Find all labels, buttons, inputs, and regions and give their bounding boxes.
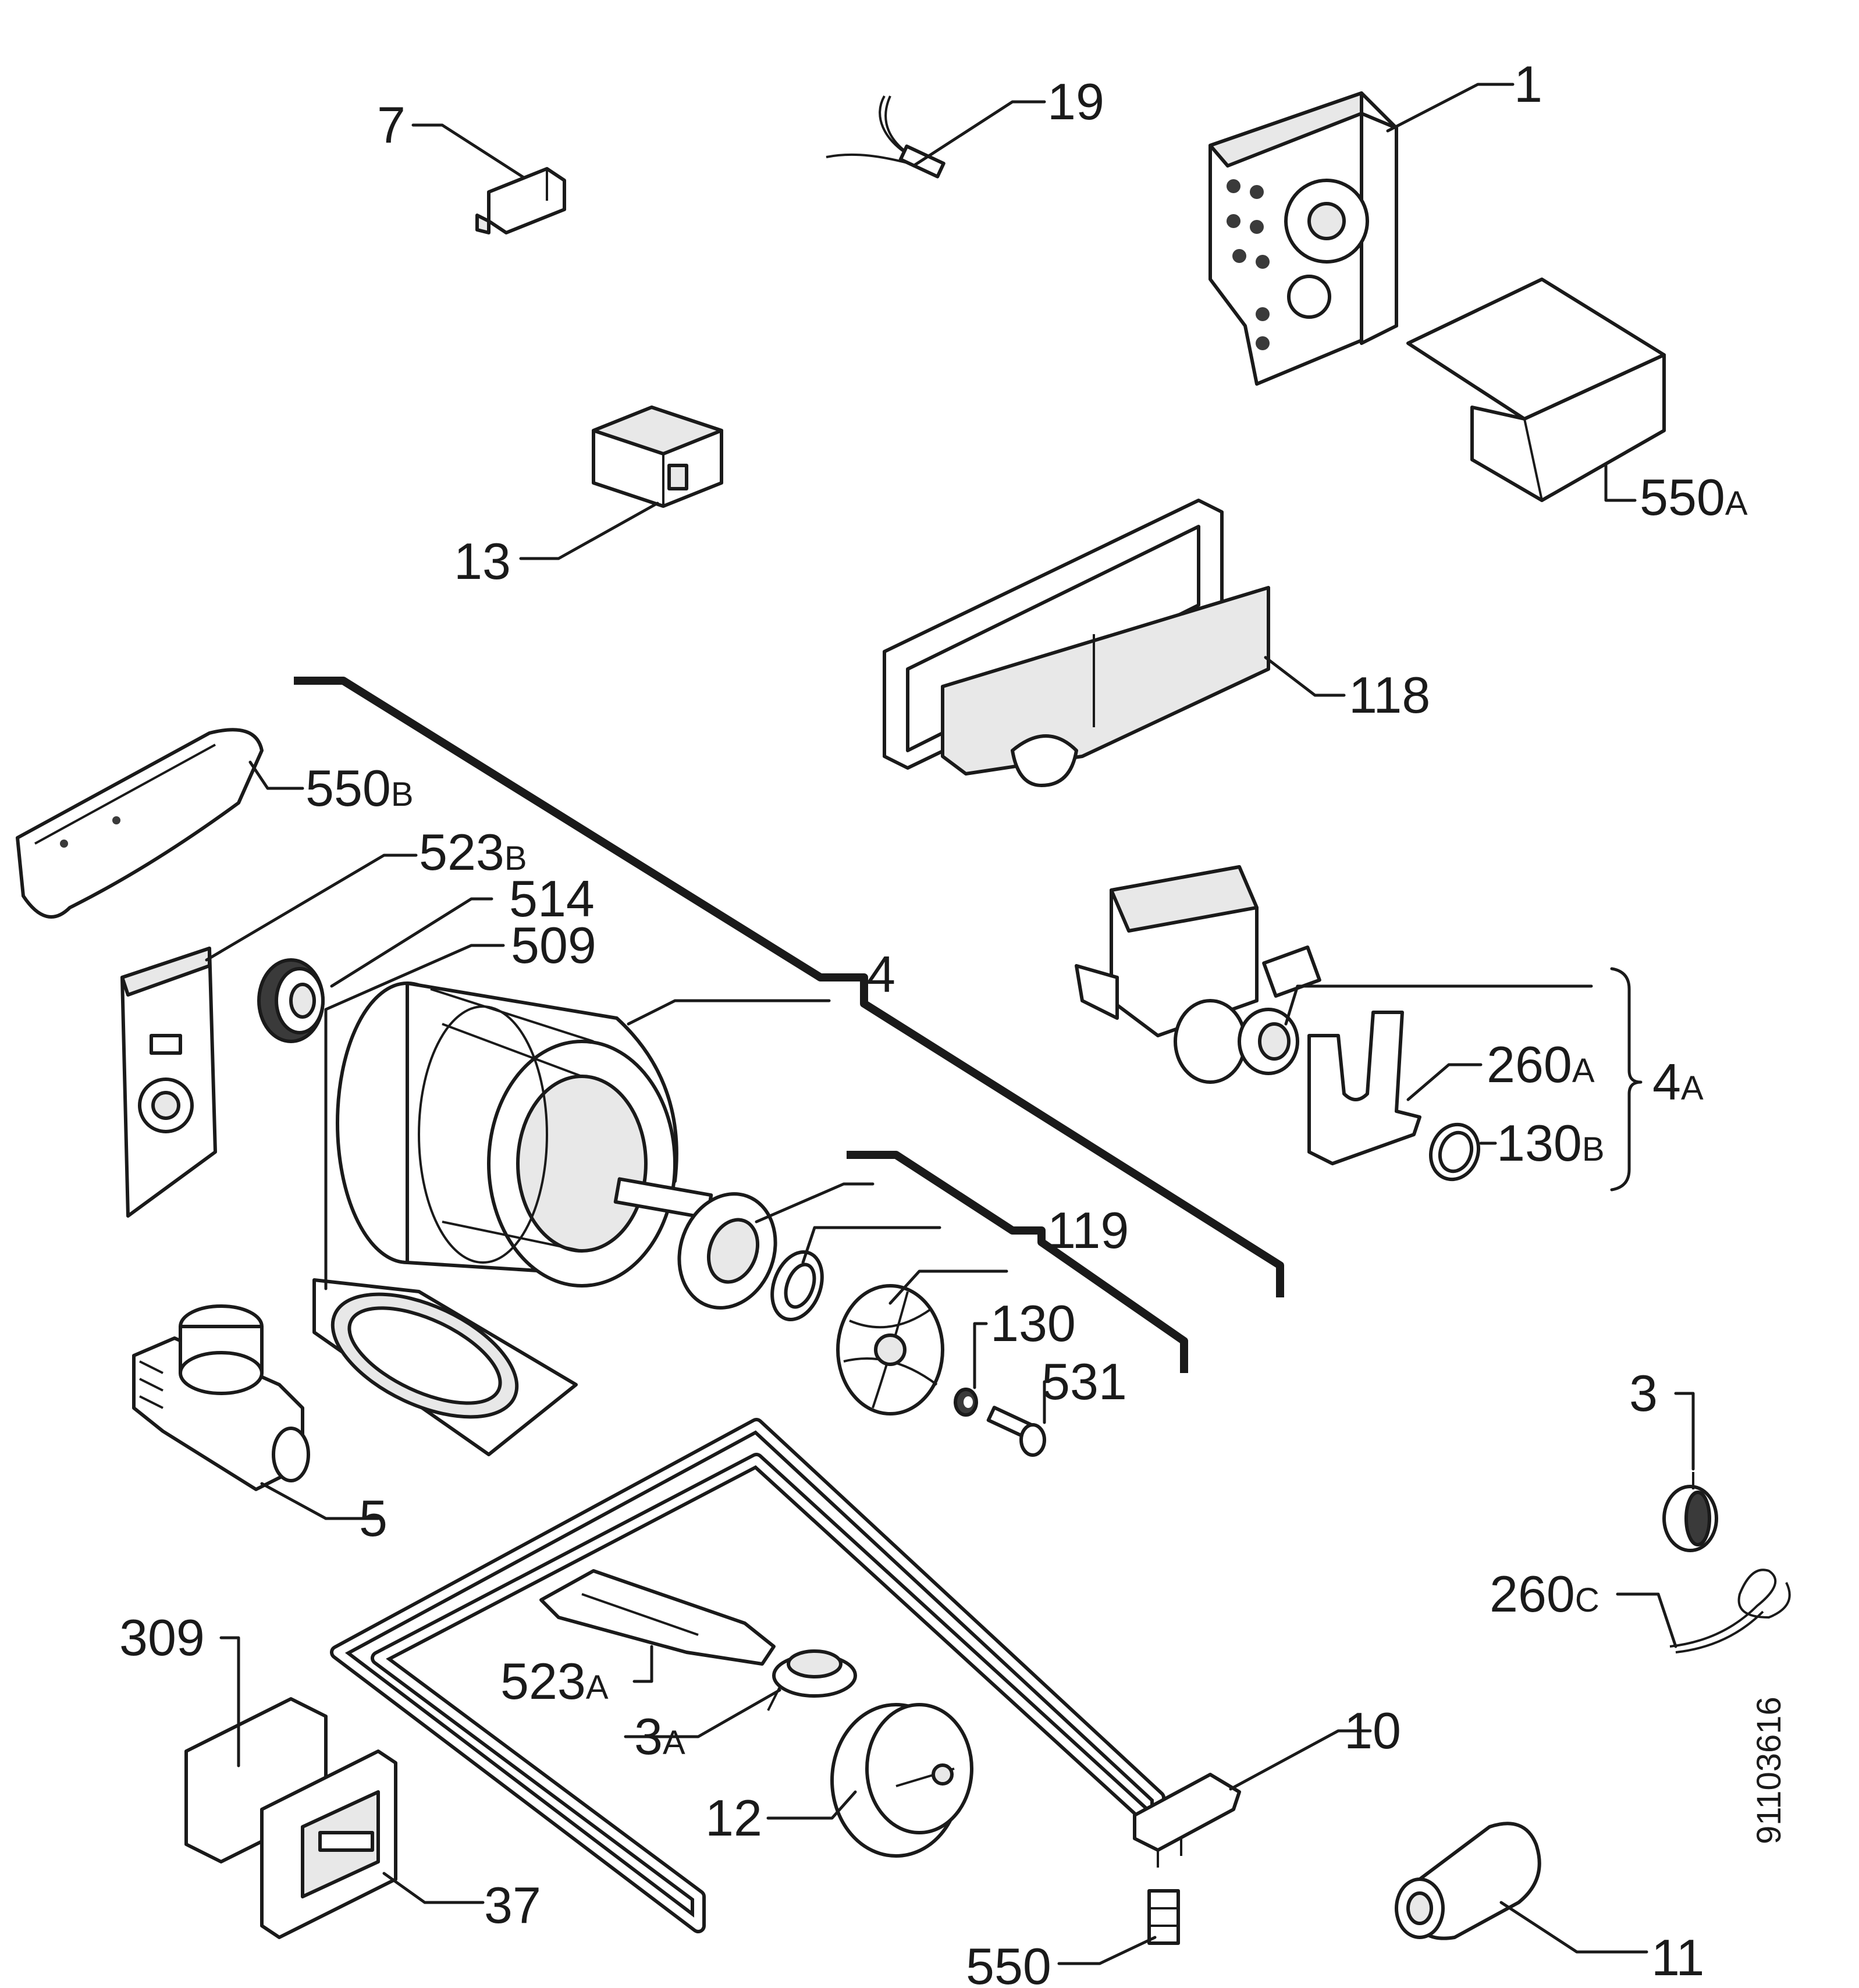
- callout-11: 11: [1651, 1929, 1704, 1986]
- callout-7: 7: [377, 96, 406, 154]
- callout-12: 12: [705, 1789, 762, 1847]
- callout-260c: 260C: [1490, 1565, 1599, 1623]
- callout-130: 130: [990, 1294, 1076, 1352]
- callout-309: 309: [119, 1609, 205, 1666]
- callout-13: 13: [454, 532, 511, 590]
- part-514-seal: [257, 958, 325, 1043]
- callout-118: 118: [1349, 666, 1430, 724]
- part-523b-plate: [120, 947, 217, 1218]
- part-119-flange: [677, 1192, 777, 1310]
- assembly-frame-4: [294, 677, 1284, 1297]
- callout-3a: 3A: [634, 1708, 685, 1765]
- part-11-capacitor: [1395, 1822, 1541, 1940]
- callout-523b: 523B: [419, 823, 527, 881]
- callout-550b: 550B: [305, 759, 414, 817]
- callout-550a: 550A: [1640, 468, 1748, 526]
- callout-4a: 4A: [1652, 1053, 1704, 1111]
- part-550b-cover: [16, 728, 264, 919]
- part-130-washer: [954, 1388, 978, 1417]
- leader-lines: [205, 83, 1695, 1965]
- part-550-fitting: [1147, 1889, 1180, 1945]
- part-531-screw: [986, 1406, 1046, 1457]
- callout-509: 509: [511, 916, 596, 974]
- callout-550: 550: [966, 1937, 1051, 1988]
- callout-19: 19: [1047, 73, 1104, 130]
- part-37-filter: [260, 1749, 397, 1939]
- callout-37: 37: [484, 1876, 541, 1934]
- part-10-heater: [330, 1418, 1241, 1933]
- part-119-impeller: [836, 1284, 944, 1416]
- part-509-gasket: [312, 1278, 578, 1456]
- part-523a-bracket: [539, 1569, 776, 1666]
- callout-523a: 523A: [500, 1652, 609, 1710]
- callout-10: 10: [1344, 1702, 1401, 1759]
- part-19-sensor: [826, 95, 946, 179]
- part-260c-clip: [1669, 1569, 1791, 1653]
- assembly-frame-119: [847, 1151, 1188, 1373]
- bracket-4a: [1610, 967, 1643, 1192]
- callout-4: 4: [867, 945, 895, 1003]
- callout-514: 514: [509, 870, 595, 927]
- part-7-connector: [475, 167, 566, 234]
- part-4a-valve: [1075, 865, 1321, 1084]
- part-130b-ring: [1428, 1122, 1481, 1182]
- callout-119: 119: [1047, 1201, 1129, 1259]
- document-number: 91103616: [1750, 1697, 1788, 1844]
- part-1-timer: [1208, 91, 1398, 386]
- callout-3: 3: [1629, 1364, 1658, 1422]
- part-260a-clip: [1307, 1011, 1421, 1165]
- callout-130b: 130B: [1497, 1114, 1605, 1172]
- part-119-ring: [770, 1250, 824, 1322]
- callout-labels: 1 3 3A 4 4A 5 7 10 11 12 13 19 37 118 11…: [119, 55, 1748, 1988]
- part-5-valve: [132, 1304, 310, 1491]
- part-3a-thermostat: [767, 1649, 857, 1711]
- callout-1: 1: [1514, 55, 1542, 113]
- callout-260a: 260A: [1487, 1036, 1595, 1093]
- callout-5: 5: [359, 1489, 388, 1547]
- part-550a-cover: [1406, 278, 1666, 502]
- part-3-sensor: [1662, 1472, 1718, 1552]
- part-12-pressure-switch: [830, 1703, 973, 1858]
- callout-531: 531: [1042, 1353, 1127, 1410]
- part-118-dispenser: [883, 499, 1270, 787]
- part-4-motor: [336, 981, 713, 1288]
- part-13-switch: [592, 406, 723, 508]
